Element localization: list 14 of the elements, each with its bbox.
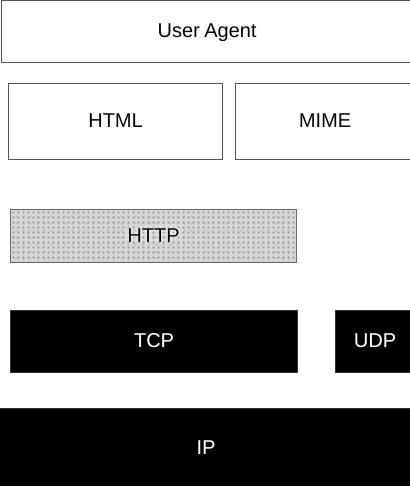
layer-box (0, 408, 410, 486)
layer-label: MIME (298, 110, 352, 133)
layer-box (8, 83, 223, 160)
layer-label: HTTP (127, 224, 180, 248)
layer-label: TCP (134, 330, 174, 353)
layer-box (235, 83, 410, 160)
layer-box (1, 0, 410, 63)
layer-label: IP (196, 436, 216, 460)
layer-label: UDP (354, 330, 396, 353)
layer-box (10, 209, 297, 263)
layer-box (10, 310, 298, 373)
layer-label: User Agent (158, 20, 256, 43)
layer-box (335, 310, 410, 373)
layer-label: HTML (88, 110, 143, 133)
